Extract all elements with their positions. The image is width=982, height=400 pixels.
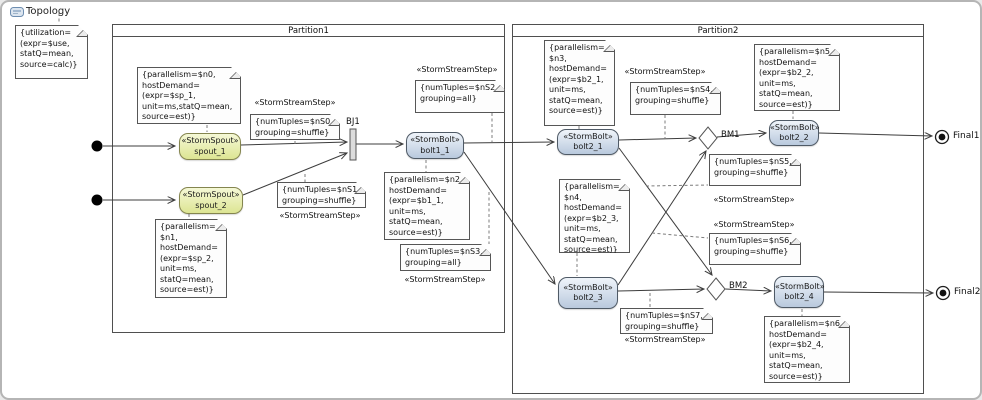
note-parallelism-n3[interactable]: {parallelism= $n3, hostDemand= (expr=$b2… bbox=[544, 40, 615, 126]
node-name: bolt2_3 bbox=[573, 293, 603, 302]
node-stereotype: «StormBolt» bbox=[410, 135, 460, 145]
note-parallelism-n5[interactable]: {parallelism=$n5, hostDemand= (expr=$b2_… bbox=[754, 44, 840, 111]
note-text: {parallelism=$n2, hostDemand= (expr=$b1_… bbox=[389, 175, 463, 237]
note-parallelism-n2[interactable]: {parallelism=$n2, hostDemand= (expr=$b1_… bbox=[384, 172, 470, 240]
note-text: {numTuples=$nS6, grouping=shuffle} bbox=[714, 236, 792, 256]
node-name: spout_2 bbox=[195, 200, 227, 210]
node-stereotype: «StormBolt» bbox=[563, 282, 613, 292]
note-text: {numTuples=$nS4, grouping=shuffle} bbox=[635, 85, 713, 105]
label-final2: Final2 bbox=[954, 287, 981, 297]
initial-node-1[interactable] bbox=[91, 140, 103, 152]
note-text: {numTuples=$nS7, grouping=shuffle} bbox=[625, 311, 703, 331]
node-stereotype: «StormBolt» bbox=[563, 131, 613, 141]
stream-step-label-ns0: «StormStreamStep» bbox=[254, 98, 336, 107]
stream-step-label-ns4: «StormStreamStep» bbox=[624, 67, 706, 76]
label-final1: Final1 bbox=[953, 131, 980, 141]
partition-1-title: Partition1 bbox=[113, 25, 504, 37]
note-parallelism-n1[interactable]: {parallelism= $n1, hostDemand= (expr=$sp… bbox=[155, 219, 227, 298]
note-numtuples-ns4[interactable]: {numTuples=$nS4, grouping=shuffle} bbox=[630, 82, 721, 115]
note-text: {parallelism=$n0, hostDemand= (expr=$sp_… bbox=[142, 70, 233, 122]
node-name: bolt2_1 bbox=[573, 142, 603, 151]
note-text: {parallelism= $n4, hostDemand= (expr=$b2… bbox=[564, 182, 622, 255]
note-text: {numTuples=$nS3, grouping=all} bbox=[405, 247, 483, 267]
note-text: {numTuples=$nS5, grouping=shuffle} bbox=[714, 157, 792, 177]
node-stereotype: «StormSpout» bbox=[182, 190, 240, 200]
note-text: {parallelism=$n5, hostDemand= (expr=$b2_… bbox=[759, 47, 833, 109]
label-bj1: BJ1 bbox=[346, 117, 360, 127]
node-name: bolt2_2 bbox=[779, 133, 809, 142]
final-node-1[interactable] bbox=[934, 129, 950, 145]
node-bolt2-4[interactable]: «StormBolt» bolt2_4 bbox=[774, 276, 825, 308]
node-bolt2-2[interactable]: «StormBolt» bolt2_2 bbox=[769, 120, 820, 146]
note-numtuples-ns1[interactable]: {numTuples=$nS1, grouping=shuffle} bbox=[277, 182, 366, 208]
note-utilization[interactable]: {utilization= (expr=$use, statQ=mean, so… bbox=[15, 25, 88, 79]
note-text: {numTuples=$nS1, grouping=shuffle} bbox=[282, 185, 360, 205]
node-stereotype: «StormBolt» bbox=[770, 122, 820, 132]
label-bm1: BM1 bbox=[721, 130, 740, 140]
note-numtuples-ns5[interactable]: {numTuples=$nS5, grouping=shuffle} bbox=[709, 154, 801, 186]
node-name: bolt1_1 bbox=[420, 145, 450, 155]
note-numtuples-ns2[interactable]: {numTuples=$nS2, grouping=all} bbox=[415, 80, 505, 113]
node-bolt1-1[interactable]: «StormBolt» bolt1_1 bbox=[406, 132, 464, 159]
final-node-2[interactable] bbox=[935, 285, 951, 301]
diagram-title: Topology bbox=[26, 6, 71, 17]
stream-step-label-ns6: «StormStreamStep» bbox=[713, 220, 795, 229]
note-text: {utilization= (expr=$use, statQ=mean, so… bbox=[20, 28, 78, 69]
note-text: {numTuples=$nS2, grouping=all} bbox=[420, 83, 498, 103]
node-name: bolt2_4 bbox=[784, 292, 814, 301]
note-numtuples-ns6[interactable]: {numTuples=$nS6, grouping=shuffle} bbox=[709, 233, 801, 265]
partition-2-title: Partition2 bbox=[513, 25, 923, 37]
node-bolt2-1[interactable]: «StormBolt» bolt2_1 bbox=[557, 129, 619, 155]
node-stereotype: «StormSpout» bbox=[181, 136, 239, 146]
node-bolt2-3[interactable]: «StormBolt» bolt2_3 bbox=[558, 277, 618, 309]
stream-step-label-ns5: «StormStreamStep» bbox=[713, 195, 795, 204]
stream-step-label-ns2: «StormStreamStep» bbox=[416, 65, 498, 74]
note-parallelism-n0[interactable]: {parallelism=$n0, hostDemand= (expr=$sp_… bbox=[137, 67, 241, 124]
stream-step-label-ns1: «StormStreamStep» bbox=[279, 211, 361, 220]
note-numtuples-ns0[interactable]: {numTuples=$nS0, grouping=shuffle} bbox=[250, 114, 340, 140]
note-parallelism-n4[interactable]: {parallelism= $n4, hostDemand= (expr=$b2… bbox=[559, 179, 630, 253]
initial-node-2[interactable] bbox=[91, 194, 103, 206]
note-numtuples-ns3[interactable]: {numTuples=$nS3, grouping=all} bbox=[400, 244, 491, 271]
note-parallelism-n6[interactable]: {parallelism=$n6, hostDemand= (expr=$b2_… bbox=[764, 316, 850, 383]
activity-icon bbox=[10, 7, 24, 17]
note-text: {parallelism= $n3, hostDemand= (expr=$b2… bbox=[549, 43, 607, 116]
label-bm2: BM2 bbox=[729, 281, 748, 291]
stream-step-label-ns7: «StormStreamStep» bbox=[624, 335, 706, 344]
node-stereotype: «StormBolt» bbox=[775, 281, 825, 291]
note-text: {numTuples=$nS0, grouping=shuffle} bbox=[255, 117, 333, 137]
node-spout-2[interactable]: «StormSpout» spout_2 bbox=[179, 187, 243, 214]
note-text: {parallelism= $n1, hostDemand= (expr=$sp… bbox=[160, 222, 218, 295]
node-name: spout_1 bbox=[194, 146, 226, 156]
note-numtuples-ns7[interactable]: {numTuples=$nS7, grouping=shuffle} bbox=[620, 308, 713, 334]
node-spout-1[interactable]: «StormSpout» spout_1 bbox=[179, 133, 241, 160]
note-text: {parallelism=$n6, hostDemand= (expr=$b2_… bbox=[769, 319, 843, 381]
stream-step-label-ns3: «StormStreamStep» bbox=[404, 275, 486, 284]
